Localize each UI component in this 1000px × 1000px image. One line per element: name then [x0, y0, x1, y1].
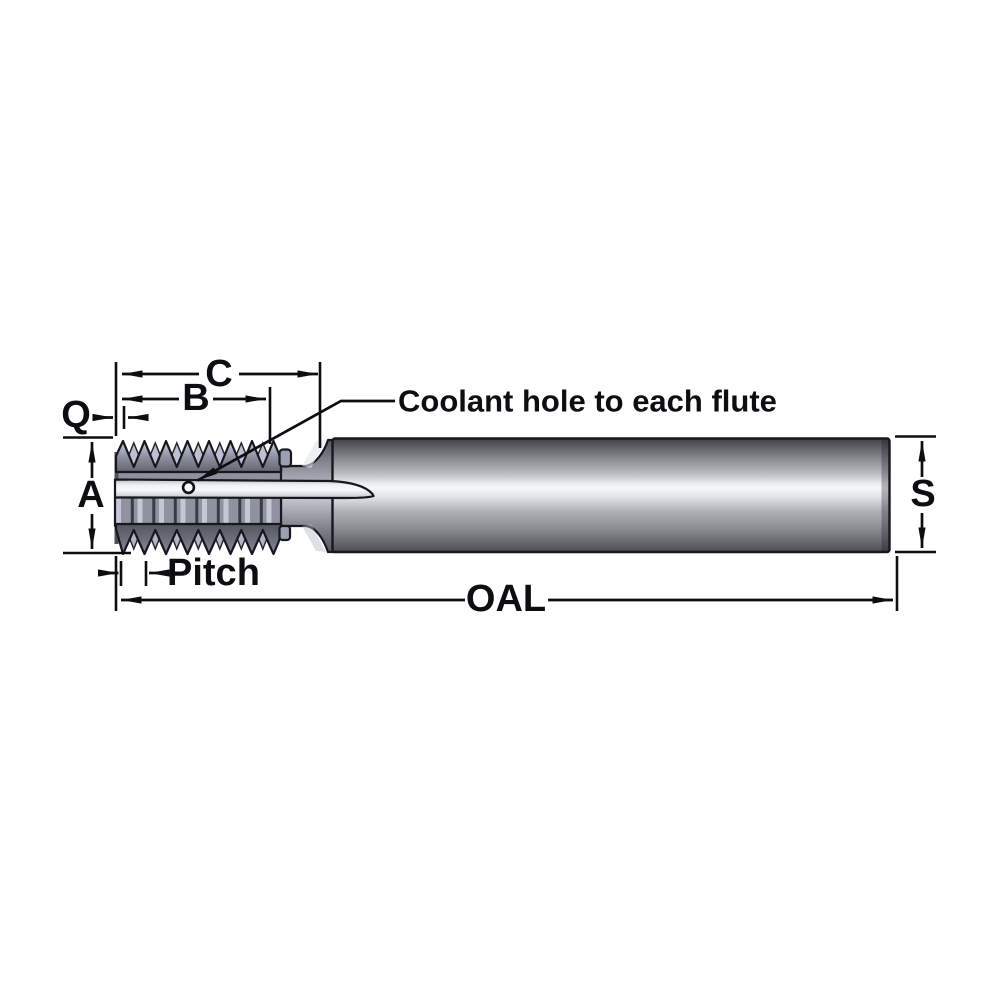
leader-line [196, 399, 395, 482]
flute [113, 478, 375, 500]
dimension-pitch: Pitch [98, 552, 260, 594]
dimension-c: C [122, 353, 318, 395]
dim-label-a: A [77, 474, 104, 516]
dimension-oal: OAL [121, 578, 893, 620]
dim-label-oal: OAL [466, 578, 546, 620]
dim-label-b: B [182, 377, 209, 419]
dimension-a: A [77, 442, 105, 549]
thread-front-row-bottom [114, 522, 283, 556]
thread-runout-lug-bottom [278, 524, 292, 542]
dim-label-q: Q [61, 394, 91, 436]
tool-drawing [113, 437, 891, 556]
dim-label-pitch: Pitch [167, 552, 260, 594]
extension-lines [63, 362, 936, 611]
coolant-annotation: Coolant hole to each flute [196, 384, 777, 482]
coolant-hole [181, 480, 196, 495]
coolant-note-label: Coolant hole to each flute [398, 384, 777, 419]
shank-end-chamfer [881, 439, 889, 551]
thread-runout-lug-top [278, 448, 293, 468]
dim-label-c: C [205, 353, 232, 395]
shank-body [331, 437, 891, 554]
cone-highlight-bottom [302, 524, 326, 552]
thread-flank-band [113, 495, 283, 528]
dimension-s: S [910, 441, 936, 548]
dimension-q: Q [61, 394, 149, 436]
dimension-b: B [122, 377, 266, 419]
dim-label-s: S [910, 473, 935, 515]
